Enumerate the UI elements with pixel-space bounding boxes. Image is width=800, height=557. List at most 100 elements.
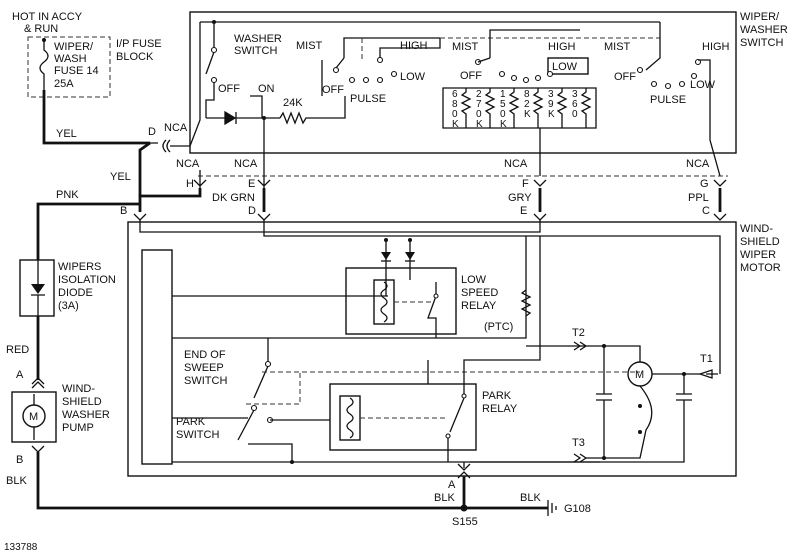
off-label-3: OFF xyxy=(460,70,482,82)
wipers-iso-label-2: ISOLATION xyxy=(58,274,116,286)
pump-connector-b-icon xyxy=(31,445,45,453)
connector-d-icon xyxy=(150,139,171,153)
motor-connector-icons xyxy=(133,213,727,221)
terminal-t2-label: T2 xyxy=(572,327,585,339)
washer-pump-label-2: SHIELD xyxy=(62,396,102,408)
resistor-label-39k-char: 9 xyxy=(548,99,554,110)
high-label-2: HIGH xyxy=(548,41,576,53)
mist-label-2: MIST xyxy=(452,41,479,53)
resistor-label-150k-char: 5 xyxy=(500,99,506,110)
nca-label-2: NCA xyxy=(176,158,200,170)
resistor-label-360-char: 0 xyxy=(572,109,578,120)
mist-label-1: MIST xyxy=(296,40,323,52)
capacitor-2-icon xyxy=(470,374,692,463)
motor-circuit-board xyxy=(141,249,173,465)
park-relay-box xyxy=(329,383,477,451)
pin-d-label-top: D xyxy=(148,126,156,138)
capacitor-1-icon xyxy=(596,346,612,458)
low-relay-coil-icon xyxy=(380,281,388,323)
resistor-label-270k-char: K xyxy=(476,119,483,130)
wire-label-ppl: PPL xyxy=(688,192,709,204)
wiper-motor-label-4: MOTOR xyxy=(740,262,781,274)
pin-b-label-motor: B xyxy=(120,205,127,217)
pin-d-label-motor: D xyxy=(248,205,256,217)
wiper-washer-label-3: SWITCH xyxy=(740,37,783,49)
washer-pump-label-1: WIND- xyxy=(62,383,95,395)
ip-fuse-label-2: BLOCK xyxy=(116,51,154,63)
washer-pump-box xyxy=(11,391,57,443)
wire-label-blk-3: BLK xyxy=(6,475,27,487)
washer-pump-label-4: PUMP xyxy=(62,422,94,434)
terminal-t1-label: T1 xyxy=(700,353,713,365)
wire-label-blk-2: BLK xyxy=(520,492,541,504)
washer-switch-blade xyxy=(205,51,215,75)
ip-fuse-label-1: I/P FUSE xyxy=(116,38,162,50)
resistor-label-39k-char: 3 xyxy=(548,89,554,100)
fuse-label-4: 25A xyxy=(54,78,74,90)
fuse-block-outline xyxy=(27,36,111,98)
resistor-label-39k-char: K xyxy=(548,109,555,120)
pin-f-label: F xyxy=(522,178,529,190)
low-speed-label-2: SPEED xyxy=(461,287,498,299)
wire-label-yel-1: YEL xyxy=(56,128,77,140)
end-sweep-blade xyxy=(253,365,269,399)
wiper-motor-m: M xyxy=(635,369,644,381)
low-speed-label-1: LOW xyxy=(461,274,487,286)
resistor-label-82k-char: K xyxy=(524,109,531,120)
splice-s155 xyxy=(460,504,468,512)
resistor-label-150k-char: 1 xyxy=(500,89,506,100)
pulse-label-2: PULSE xyxy=(650,94,686,106)
connector-e-icon xyxy=(257,118,271,192)
low-speed-label-3: RELAY xyxy=(461,300,497,312)
t1-connector-icon xyxy=(697,369,718,379)
low-box xyxy=(547,57,589,75)
ground-g108-label: G108 xyxy=(564,503,591,515)
splice-s155-label: S155 xyxy=(452,516,478,528)
end-sweep-label-1: END OF xyxy=(184,349,226,361)
park-switch-blade xyxy=(237,409,255,441)
t3-connector-icon xyxy=(573,453,588,463)
pin-a-label-pump: A xyxy=(16,369,24,381)
wiper-motor-label-3: WIPER xyxy=(740,249,776,261)
resistor-680k-icon xyxy=(460,88,472,128)
wiper-washer-switch-box xyxy=(189,11,737,154)
connector-f-icon xyxy=(533,179,547,187)
low-relay-contact xyxy=(427,282,437,338)
pin-h-label: H xyxy=(186,178,194,190)
resistor-24k-icon xyxy=(279,111,330,125)
nca-label-3: NCA xyxy=(234,158,258,170)
pulse-label-1: PULSE xyxy=(350,93,386,105)
park-switch-label-2: SWITCH xyxy=(176,429,219,441)
resistor-label-680k-char: 6 xyxy=(452,89,458,100)
diode-1-icon xyxy=(381,252,391,260)
fuse-label-1: WIPER/ xyxy=(54,41,94,53)
pin-e-label-top: E xyxy=(248,178,255,190)
low-label-2: LOW xyxy=(552,61,578,73)
resistor-label-680k-char: 8 xyxy=(452,99,458,110)
park-relay-label-1: PARK xyxy=(482,390,512,402)
fuse-label-2: WASH xyxy=(54,53,87,65)
resistor-150k-icon xyxy=(508,88,520,128)
park-relay-label-2: RELAY xyxy=(482,403,518,415)
low-label-1: LOW xyxy=(400,71,426,83)
washer-pump-m: M xyxy=(29,411,38,423)
park-relay-coil-frame xyxy=(339,395,361,441)
ptc-resistor-icon xyxy=(520,289,532,317)
resistor-ladder-frame xyxy=(442,87,597,129)
wiper-motor-box xyxy=(127,221,737,477)
resistor-24k-label: 24K xyxy=(283,97,303,109)
resistor-label-270k-char: 7 xyxy=(476,99,482,110)
nca-label-4: NCA xyxy=(504,158,528,170)
and-run-label: & RUN xyxy=(24,23,58,35)
nca-label-5: NCA xyxy=(686,158,710,170)
wipers-iso-label-3: DIODE xyxy=(58,287,93,299)
resistor-label-270k-char: 2 xyxy=(476,89,482,100)
resistor-39k-icon xyxy=(556,88,568,128)
washer-diode-icon xyxy=(224,110,237,126)
off-label-2: OFF xyxy=(322,84,344,96)
park-relay-coil-icon xyxy=(346,397,354,439)
resistor-label-270k-char: 0 xyxy=(476,109,482,120)
